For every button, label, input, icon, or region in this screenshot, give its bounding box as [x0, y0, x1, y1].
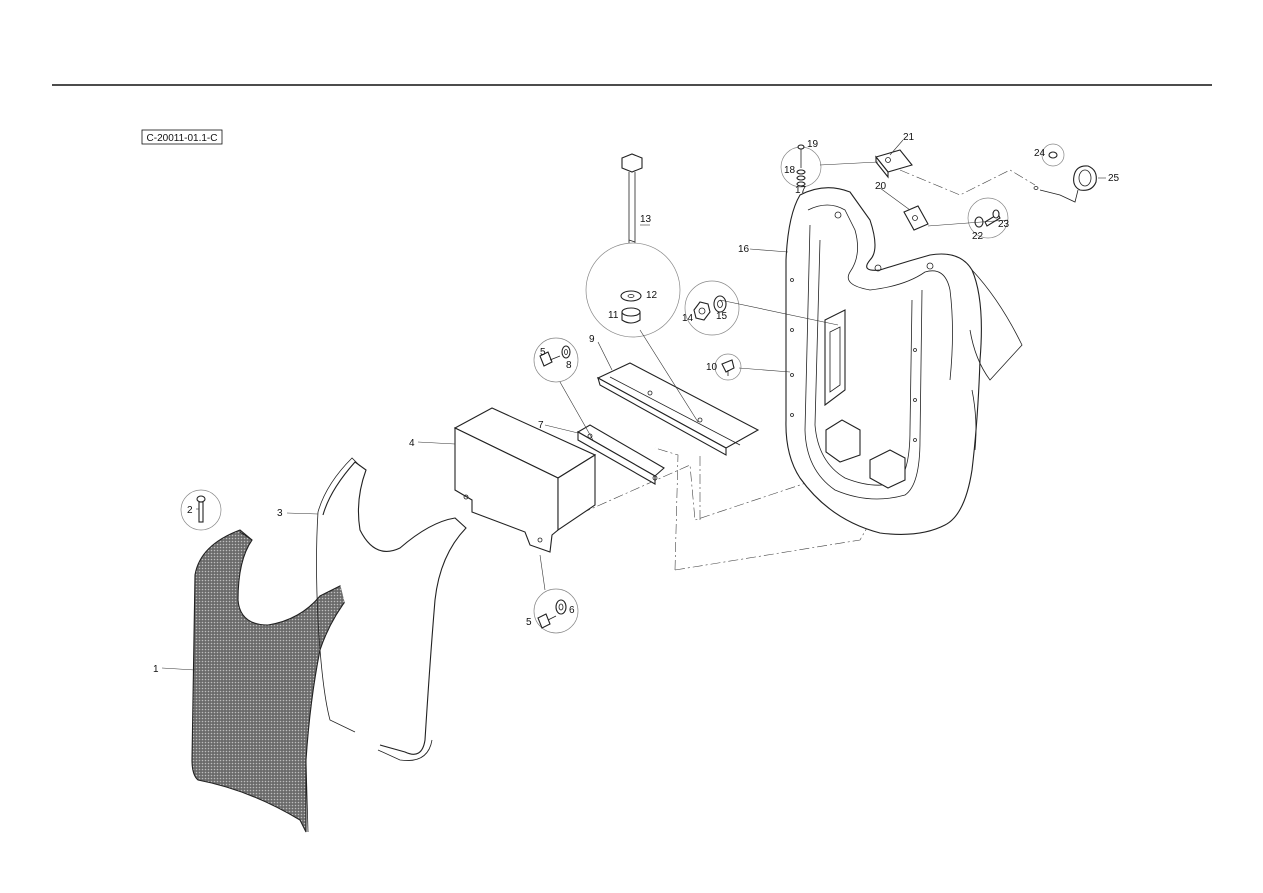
callout-15: 15: [716, 311, 728, 322]
detail-bubble-clip: [714, 353, 742, 381]
callout-24: 24: [1034, 148, 1046, 159]
callout-10: 10: [706, 362, 718, 373]
part-gasket: [316, 457, 467, 761]
assembly-lines: [547, 169, 1036, 571]
part-rail-plate: [596, 362, 760, 456]
detail-bubble-nut-washer-2: [684, 280, 740, 336]
reference-code-box: C-20011-01.1-C: [141, 129, 223, 145]
callout-8: 8: [566, 360, 572, 371]
part-mudflap: [191, 529, 351, 833]
callout-2: 2: [187, 505, 193, 516]
callout-23: 23: [998, 219, 1010, 230]
detail-bubble-nut-washer: [585, 242, 681, 338]
callout-6: 6: [569, 605, 575, 616]
callout-5-top: 5: [540, 347, 546, 358]
callout-19: 19: [807, 139, 819, 150]
callout-1: 1: [153, 664, 159, 675]
detail-bubble-rivet: [1041, 143, 1065, 167]
callout-7: 7: [538, 420, 544, 431]
detail-bubble-bolt-washer-3: [967, 197, 1009, 239]
detail-bubble-bolt-washer-2: [533, 588, 579, 634]
detail-bubble-bolt-washer: [533, 337, 579, 383]
callout-11: 11: [608, 310, 619, 321]
callout-16: 16: [738, 244, 750, 255]
reference-code: C-20011-01.1-C: [147, 133, 218, 144]
callout-17: 17: [795, 185, 807, 196]
part-reflector: [1033, 165, 1097, 203]
callout-9: 9: [589, 334, 595, 345]
callout-5-bottom: 5: [526, 617, 532, 628]
part-housing: [785, 187, 1023, 535]
callout-4: 4: [409, 438, 415, 449]
callout-3: 3: [277, 508, 283, 519]
callout-13: 13: [640, 214, 652, 225]
part-cover-plate: [453, 407, 597, 553]
detail-bubble-bolt-stack: [780, 144, 822, 188]
callout-21: 21: [903, 132, 915, 143]
callout-20: 20: [875, 181, 887, 192]
callout-18: 18: [784, 165, 796, 176]
callout-14: 14: [682, 313, 694, 324]
callout-25: 25: [1108, 173, 1120, 184]
leader-lines: [161, 139, 1106, 671]
callout-22: 22: [972, 231, 984, 242]
callout-labels: 1 2 3 4 5 5 6 7 8 9 10 11 12 13 14 15 16…: [153, 132, 1120, 675]
callout-12: 12: [646, 290, 658, 301]
detail-bubble-screw: [180, 489, 222, 531]
